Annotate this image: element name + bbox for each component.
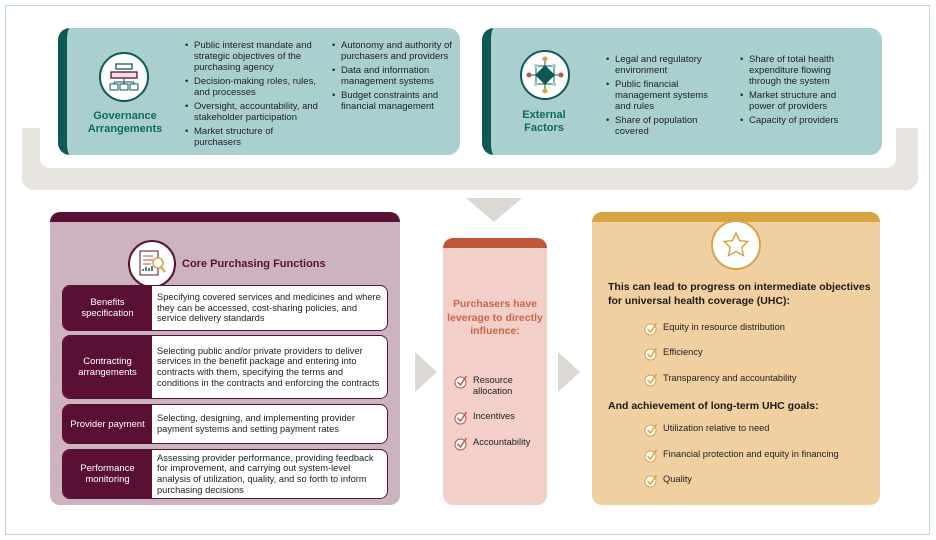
- list-item: Capacity of providers: [740, 115, 860, 126]
- governance-list-1: Public interest mandate and strategic ob…: [185, 40, 320, 151]
- check-label: Resource allocation: [473, 375, 513, 396]
- check-item: Utilization relative to need: [644, 423, 769, 437]
- uhc-outcomes-panel: This can lead to progress on intermediat…: [592, 212, 880, 505]
- check-icon: [644, 373, 658, 387]
- check-label: Quality: [663, 474, 692, 484]
- purchasers-panel: Purchasers have leverage to directly inf…: [443, 238, 547, 505]
- function-description: Specifying covered services and medicine…: [152, 286, 387, 330]
- check-label: Equity in resource distribution: [663, 322, 785, 332]
- function-description: Selecting, designing, and implementing p…: [152, 405, 387, 443]
- purchasers-title: Purchasers have leverage to directly inf…: [447, 298, 543, 337]
- core-purchasing-panel: Core Purchasing Functions Benefits speci…: [50, 212, 400, 505]
- check-item: Accountability: [454, 437, 544, 451]
- list-item: Public financial management systems and …: [606, 79, 726, 112]
- network-diamond-icon: [520, 50, 570, 100]
- check-label: Incentives: [473, 411, 515, 421]
- list-item: Public interest mandate and strategic ob…: [185, 40, 320, 73]
- function-description: Assessing provider performance, providin…: [152, 450, 387, 498]
- governance-list-2: Autonomy and authority of purchasers and…: [332, 40, 457, 115]
- right-arrow-icon: [558, 352, 580, 392]
- intermediate-objectives-heading: This can lead to progress on intermediat…: [608, 281, 871, 307]
- external-list-2: Share of total health expenditure flowin…: [740, 54, 860, 129]
- check-item: Financial protection and equity in finan…: [644, 449, 839, 463]
- check-item: Quality: [644, 474, 692, 488]
- check-icon: [644, 322, 658, 336]
- list-item: Share of population covered: [606, 115, 726, 137]
- external-list-1: Legal and regulatory environment Public …: [606, 54, 726, 140]
- check-label: Financial protection and equity in finan…: [663, 449, 839, 459]
- check-icon: [644, 347, 658, 361]
- function-label: Benefits specification: [63, 286, 152, 330]
- check-icon: [454, 437, 468, 451]
- star-icon: [711, 220, 761, 270]
- check-label: Efficiency: [663, 347, 703, 357]
- check-label: Accountability: [473, 437, 531, 447]
- list-item: Share of total health expenditure flowin…: [740, 54, 860, 87]
- list-item: Market structure and power of providers: [740, 90, 860, 112]
- down-arrow-icon: [466, 198, 522, 222]
- long-term-goals-heading: And achievement of long-term UHC goals:: [608, 400, 819, 412]
- check-icon: [644, 474, 658, 488]
- external-factors-panel: External Factors Legal and regulatory en…: [482, 28, 882, 155]
- list-item: Oversight, accountability, and stakehold…: [185, 101, 320, 123]
- diagram-frame: [5, 5, 930, 535]
- check-label: Transparency and accountability: [663, 373, 797, 383]
- list-item: Budget constraints and financial managem…: [332, 90, 457, 112]
- governance-title: Governance Arrangements: [87, 110, 163, 135]
- check-icon: [454, 411, 468, 425]
- right-arrow-icon: [415, 352, 437, 392]
- check-item: Resource allocation: [454, 375, 544, 397]
- check-item: Equity in resource distribution: [644, 322, 785, 336]
- check-icon: [644, 449, 658, 463]
- governance-panel: Governance Arrangements Public interest …: [58, 28, 460, 155]
- check-item: Efficiency: [644, 347, 703, 361]
- core-title: Core Purchasing Functions: [182, 258, 326, 270]
- list-item: Data and information management systems: [332, 65, 457, 87]
- check-item: Incentives: [454, 411, 544, 425]
- org-chart-icon: [99, 52, 149, 102]
- list-item: Decision-making roles, rules, and proces…: [185, 76, 320, 98]
- check-label: Utilization relative to need: [663, 423, 770, 433]
- list-item: Autonomy and authority of purchasers and…: [332, 40, 457, 62]
- external-factors-title: External Factors: [522, 109, 566, 134]
- function-description: Selecting public and/or private provider…: [152, 336, 387, 398]
- list-item: Legal and regulatory environment: [606, 54, 726, 76]
- function-label: Contracting arrangements: [63, 336, 152, 398]
- check-icon: [454, 375, 468, 389]
- list-item: Market structure of purchasers: [185, 126, 320, 148]
- checklist-magnifier-icon: [128, 240, 176, 288]
- function-label: Provider payment: [63, 405, 152, 443]
- check-icon: [644, 423, 658, 437]
- check-item: Transparency and accountability: [644, 373, 797, 387]
- function-label: Performance monitoring: [63, 450, 152, 498]
